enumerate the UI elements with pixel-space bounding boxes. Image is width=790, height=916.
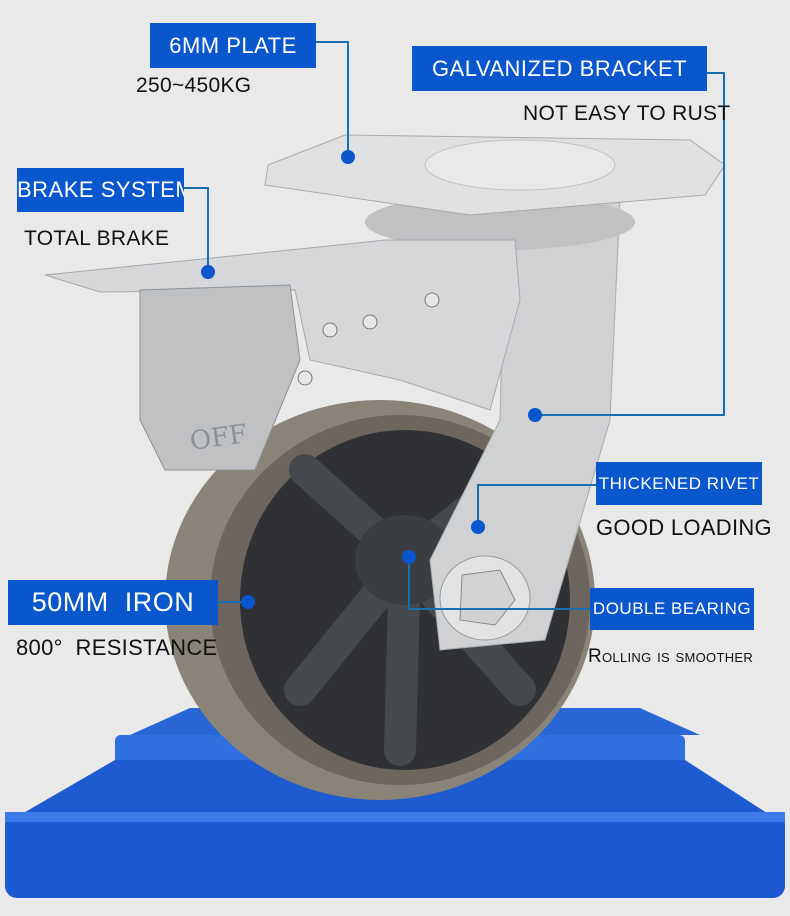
top-plate <box>264 134 726 250</box>
brake-assembly <box>44 239 521 471</box>
callout-double-bearing: DOUBLE BEARING <box>590 588 754 630</box>
callout-galvanized-bracket-subtitle: NOT EASY TO RUST <box>523 102 731 125</box>
galvanized-bracket <box>429 199 621 651</box>
callout-50mm-iron: 50MM IRON <box>8 580 218 625</box>
callout-6mm-plate: 6MM PLATE <box>150 23 316 68</box>
callout-50mm-iron-subtitle: 800° RESISTANCE <box>16 635 218 660</box>
callout-galvanized-bracket: GALVANIZED BRACKET <box>412 46 707 91</box>
callout-thickened-rivet: THICKENED RIVET <box>596 462 762 505</box>
callout-dots <box>201 150 542 609</box>
callout-brake-system-subtitle: TOTAL BRAKE <box>24 227 170 250</box>
callout-brake-system: BRAKE SYSTEM <box>17 168 184 212</box>
callout-6mm-plate-subtitle: 250~450KG <box>136 74 252 97</box>
leader-lines <box>184 41 725 610</box>
callout-thickened-rivet-subtitle: GOOD LOADING <box>596 515 772 540</box>
callout-double-bearing-subtitle: Rolling is smoother <box>588 646 754 667</box>
